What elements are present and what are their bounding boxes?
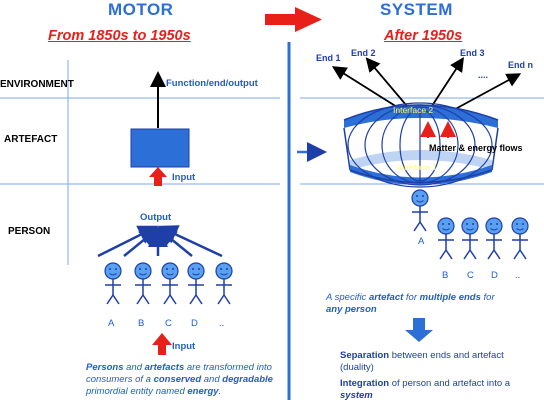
motor-persons <box>104 262 233 305</box>
motor-bottom-input-arrow <box>152 333 172 355</box>
motor-note: Persons and artefacts are transformed in… <box>86 362 286 398</box>
note-energy: energy <box>187 386 219 397</box>
system-persons-bottom <box>437 217 529 260</box>
system-person-c: C <box>467 270 474 281</box>
motor-period: From 1850s to 1950s <box>48 28 191 44</box>
system-note: A specific artefact for multiple ends fo… <box>326 292 496 316</box>
note-degradable: degradable <box>222 374 273 385</box>
motor-person-b: B <box>138 318 145 329</box>
note-primordial: primordial entity named <box>86 386 188 397</box>
motor-output-label: Output <box>140 212 172 223</box>
sep-title: Separation <box>340 350 390 361</box>
system-person-more: .. <box>515 270 521 281</box>
note-transformed: are transformed into consumers of a <box>86 362 272 385</box>
motor-input-label: Input <box>172 172 196 183</box>
motor-bottom-input-label: Input <box>172 341 196 352</box>
flow-red-arrows <box>420 121 456 138</box>
sys-note-a-specific: A specific <box>326 292 369 303</box>
flow-loops <box>347 102 493 188</box>
system-period: After 1950s <box>384 28 463 44</box>
motor-header: MOTOR <box>108 0 174 19</box>
interface-1-label: Interface 1 <box>397 162 438 172</box>
int-title: Integration <box>340 378 390 389</box>
system-end-dots: .... <box>478 70 489 80</box>
motor-person-a: A <box>108 318 115 329</box>
row-label-artefact: ARTEFACT <box>4 134 58 145</box>
system-person-d: D <box>491 270 498 281</box>
system-header: SYSTEM <box>380 0 453 19</box>
header-transition-arrow <box>265 7 322 32</box>
system-end-n: End n <box>508 60 533 70</box>
sys-note-artefact: artefact <box>368 292 404 303</box>
motor-person-more: .. <box>219 318 225 329</box>
int-system: system <box>340 390 373 401</box>
note-artefacts: artefacts <box>144 362 185 373</box>
system-end-2: End 2 <box>351 48 376 58</box>
note-and-2: and <box>201 374 223 385</box>
note-persons: Persons <box>86 362 124 373</box>
motor-function-label: Function/end/output <box>166 78 258 89</box>
sys-note-for-1: for <box>403 292 420 303</box>
note-period: . <box>218 386 222 397</box>
row-label-person: PERSON <box>8 226 51 237</box>
row-label-environment: ENVIRONMENT <box>0 79 74 90</box>
motor-input-arrow <box>149 167 167 186</box>
system-person-top <box>411 189 429 232</box>
note-and-1: and <box>123 362 145 373</box>
sys-note-multiple-ends: multiple ends <box>419 292 481 303</box>
system-end-3: End 3 <box>460 48 485 58</box>
system-down-arrow <box>405 318 433 342</box>
separation-note: Separation between ends and artefact (du… <box>340 350 510 374</box>
motor-person-c: C <box>165 318 172 329</box>
system-person-a: A <box>418 236 425 247</box>
sep-text: between ends and artefact (duality) <box>340 350 504 373</box>
interface-2-label: Interface 2 <box>393 105 434 115</box>
integration-note: Integration of person and artefact into … <box>340 378 530 402</box>
matter-energy-flows-label: Matter & energy flows <box>429 143 523 153</box>
motor-person-d: D <box>191 318 198 329</box>
int-text: of person and artefact into a <box>389 378 511 389</box>
motor-artefact-box <box>130 128 190 168</box>
sys-note-any-person: any person <box>326 304 377 315</box>
note-conserved: conserved <box>153 374 202 385</box>
output-convergence-arrows <box>97 225 223 258</box>
system-person-b: B <box>442 270 449 281</box>
system-end-1: End 1 <box>316 53 341 63</box>
sys-note-for-2: for <box>480 292 495 303</box>
